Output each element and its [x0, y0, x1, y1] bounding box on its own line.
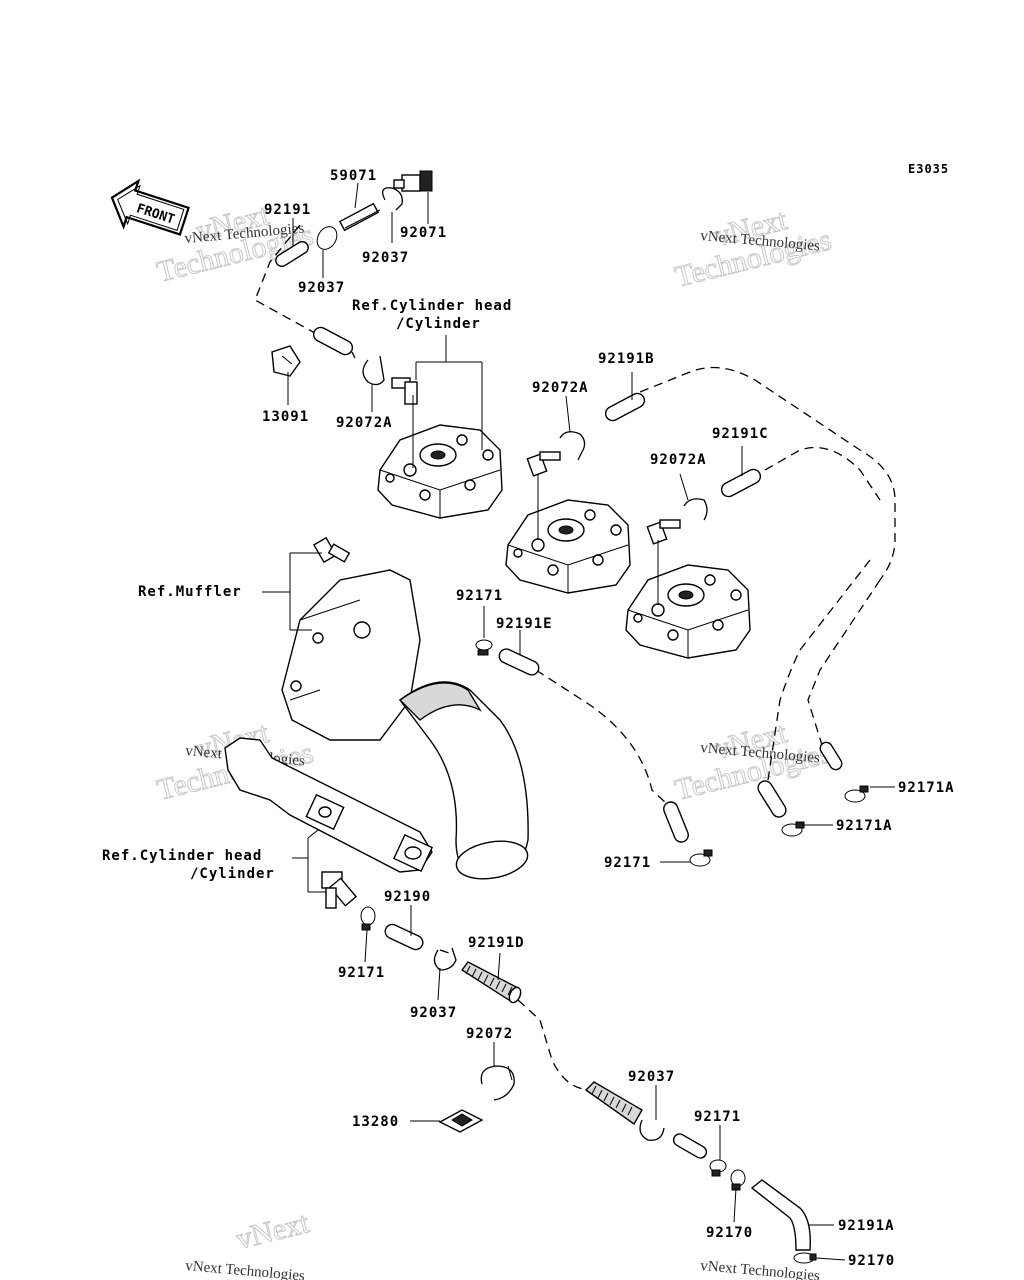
label-92037: 92037: [362, 250, 409, 266]
mount-13280-icon: [438, 1109, 484, 1133]
label-92191E: 92191E: [496, 616, 553, 632]
clamp-92072A-right-icon: [683, 498, 708, 521]
clamp-92037-icon: [316, 226, 338, 250]
valve-92071-icon: [393, 170, 433, 192]
label-92072A: 92072A: [532, 380, 589, 396]
muffler-fitting-icon: [312, 536, 351, 564]
label-92170: 92170: [848, 1253, 895, 1269]
hose-92191C-icon: [720, 468, 762, 498]
label-92191C: 92191C: [712, 426, 769, 442]
watermark-small: vNext Technologies: [700, 1258, 821, 1280]
elbow-fitting-left-icon: [391, 377, 418, 405]
watermark-small: vNext Technologies: [185, 1258, 306, 1280]
hose-corrugated-lower-icon: [584, 1081, 643, 1126]
clamp-92072A-left-icon: [362, 355, 385, 386]
muffler-icon: [281, 569, 529, 880]
label-92171A: 92171A: [898, 780, 955, 796]
label-92170: 92170: [706, 1225, 753, 1241]
label-92037: 92037: [298, 280, 345, 296]
cylinder-head-2-icon: [505, 499, 631, 594]
clamp-92171-lowerright-icon: [689, 849, 713, 867]
hose-92191-icon: [275, 240, 309, 268]
elbow-fitting-right-icon: [646, 519, 681, 545]
watermark-big: vNext: [233, 1206, 313, 1256]
hose-92191D-icon: [460, 961, 522, 1004]
clamp-92170-a-icon: [730, 1169, 746, 1191]
clamp-92170-b-icon: [793, 1252, 817, 1264]
label-92191D: 92191D: [468, 935, 525, 951]
clamp-92072-icon: [480, 1065, 515, 1101]
front-arrow-icon: FRONT: [110, 178, 190, 236]
clamp-92171-bottom-icon: [709, 1159, 727, 1177]
t-fitting-icon: [321, 871, 358, 909]
label-ref-cylinder-head: Ref.Cylinder head: [352, 298, 512, 314]
part-labels: 59071 92191 92071 92037 92037 Ref.Cylind…: [102, 168, 955, 1269]
clamp-92037-bottom-icon: [639, 1119, 665, 1141]
hose-92190-icon: [384, 923, 424, 951]
leader-lines: [262, 182, 895, 1261]
label-92171A: 92171A: [836, 818, 893, 834]
label-92072: 92072: [466, 1026, 513, 1042]
water-manifold-icon: [224, 737, 434, 873]
elbow-fitting-center-icon: [526, 451, 561, 477]
label-13091: 13091: [262, 409, 309, 425]
label-92071: 92071: [400, 225, 447, 241]
cylinder-head-3-icon: [625, 564, 751, 659]
label-92072A: 92072A: [650, 452, 707, 468]
hose-92191E-icon: [498, 648, 540, 676]
hose-routes: [254, 224, 896, 1091]
label-92037: 92037: [410, 1005, 457, 1021]
diagram-code: E3035: [908, 162, 949, 176]
label-92171: 92171: [694, 1109, 741, 1125]
label-92171: 92171: [604, 855, 651, 871]
clamp-92072A-center-icon: [559, 431, 586, 461]
fitting-59071-icon: [338, 202, 381, 232]
label-ref-cylinder: /Cylinder: [396, 316, 481, 332]
cylinder-head-1-icon: [377, 424, 503, 519]
hose-92191B-icon: [604, 392, 646, 422]
clamp-92171-center-icon: [475, 639, 493, 656]
label-92191B: 92191B: [598, 351, 655, 367]
clamp-92171A-bottom-icon: [781, 821, 805, 837]
label-92171: 92171: [456, 588, 503, 604]
clamp-92037-top-icon: [382, 187, 403, 211]
label-92190: 92190: [384, 889, 431, 905]
hose-short-icon: [312, 326, 354, 356]
label-92191A: 92191A: [838, 1218, 895, 1234]
clamp-92171-lowerleft-icon: [360, 906, 376, 931]
label-92072A: 92072A: [336, 415, 393, 431]
cap-13091-icon: [271, 345, 301, 377]
label-92037: 92037: [628, 1069, 675, 1085]
label-59071: 59071: [330, 168, 377, 184]
label-92171: 92171: [338, 965, 385, 981]
hose-92191A-icon: [750, 1179, 811, 1251]
label-ref-cylinder: /Cylinder: [190, 866, 275, 882]
label-92191: 92191: [264, 202, 311, 218]
hose-lower-right-icon: [663, 741, 843, 843]
hose-small-bottom-icon: [672, 1133, 708, 1159]
label-ref-muffler: Ref.Muffler: [138, 584, 242, 600]
clamp-92171A-top-icon: [844, 785, 869, 803]
label-13280: 13280: [352, 1114, 399, 1130]
label-ref-cylinder-head: Ref.Cylinder head: [102, 848, 262, 864]
